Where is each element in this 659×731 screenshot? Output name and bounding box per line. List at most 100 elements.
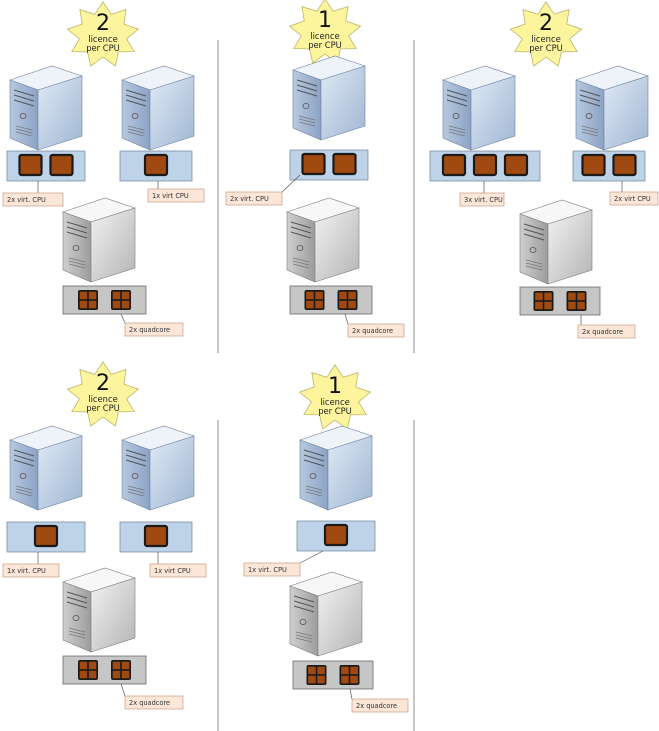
virtual-cpu-label: 2x virt. CPU bbox=[225, 174, 301, 206]
physical-cpu-bar bbox=[62, 655, 147, 685]
single-core-chip-icon bbox=[143, 524, 169, 548]
licence-label-line2: per CPU bbox=[86, 403, 120, 413]
virtual-cpu-bar bbox=[296, 520, 376, 552]
quadcore-chip-icon bbox=[78, 290, 98, 310]
gray-tower-server-icon bbox=[286, 197, 360, 283]
single-core-chip-icon bbox=[581, 153, 606, 177]
quadcore-chip-icon bbox=[533, 291, 554, 311]
virtual-cpu-label: 2x virt. CPU bbox=[2, 181, 64, 207]
quadcore-label: 2x quadcore bbox=[120, 683, 184, 710]
licence-label-line2: per CPU bbox=[308, 40, 342, 50]
quadcore-label-text: 2x quadcore bbox=[582, 328, 623, 336]
virtual-cpu-label-text: 2x virt. CPU bbox=[230, 195, 269, 203]
quadcore-label-text: 2x quadcore bbox=[129, 326, 170, 334]
virtual-cpu-bar bbox=[572, 150, 646, 182]
licence-count: 1 bbox=[318, 8, 332, 33]
single-core-chip-icon bbox=[323, 523, 349, 547]
licence-label-line2: per CPU bbox=[529, 43, 563, 53]
single-core-chip-icon bbox=[332, 152, 357, 176]
licence-count: 2 bbox=[96, 371, 110, 396]
single-core-chip-icon bbox=[143, 153, 169, 177]
quadcore-label: 2x quadcore bbox=[344, 313, 405, 338]
virtual-cpu-bar bbox=[119, 150, 193, 182]
licence-label-line1: licence bbox=[88, 394, 117, 404]
virtual-cpu-label-text: 2x virt. CPU bbox=[7, 196, 46, 204]
blue-tower-server-icon bbox=[121, 425, 195, 511]
licence-label-line1: licence bbox=[88, 34, 117, 44]
virtual-cpu-label-text: 2x virt CPU bbox=[614, 195, 651, 203]
virtual-cpu-label: 3x virt. CPU bbox=[459, 181, 505, 207]
quadcore-chip-icon bbox=[304, 290, 325, 310]
single-core-chip-icon bbox=[49, 153, 74, 177]
licence-label-line2: per CPU bbox=[318, 406, 352, 416]
quadcore-label-text: 2x quadcore bbox=[356, 702, 397, 710]
physical-cpu-bar bbox=[62, 285, 147, 315]
quadcore-label-text: 2x quadcore bbox=[352, 327, 393, 335]
virtual-cpu-label: 2x virt CPU bbox=[609, 181, 659, 206]
star-burst-icon bbox=[509, 1, 583, 67]
star-burst-icon bbox=[298, 364, 372, 430]
quadcore-chip-icon bbox=[566, 291, 587, 311]
virtual-cpu-label-text: 1x virt CPU bbox=[152, 192, 189, 200]
quadcore-chip-icon bbox=[111, 660, 131, 680]
virtual-cpu-label: 1x virt CPU bbox=[147, 181, 205, 203]
gray-tower-server-icon bbox=[289, 571, 363, 657]
blue-tower-server-icon bbox=[299, 425, 373, 511]
virtual-cpu-bar bbox=[119, 521, 193, 553]
licence-count: 1 bbox=[328, 374, 342, 399]
licence-label-line1: licence bbox=[320, 397, 349, 407]
single-core-chip-icon bbox=[441, 153, 467, 177]
virtual-cpu-label-text: 1x virt CPU bbox=[154, 567, 191, 575]
physical-cpu-bar bbox=[289, 285, 373, 315]
virtual-cpu-bar bbox=[6, 150, 86, 182]
licence-count: 2 bbox=[96, 11, 110, 36]
physical-cpu-bar bbox=[292, 660, 374, 690]
quadcore-chip-icon bbox=[111, 290, 131, 310]
licence-count: 2 bbox=[539, 11, 553, 36]
licence-label-line2: per CPU bbox=[86, 43, 120, 53]
virtual-cpu-label-text: 1x virt. CPU bbox=[7, 567, 46, 575]
single-core-chip-icon bbox=[33, 524, 59, 548]
gray-tower-server-icon bbox=[62, 567, 136, 653]
blue-tower-server-icon bbox=[575, 65, 649, 151]
quadcore-label: 2x quadcore bbox=[349, 688, 409, 713]
virtual-cpu-label-text: 1x virt. CPU bbox=[248, 566, 287, 574]
virtual-cpu-label: 1x virt. CPU bbox=[2, 552, 60, 578]
blue-tower-server-icon bbox=[9, 425, 83, 511]
virtual-cpu-label: 1x virt. CPU bbox=[243, 550, 324, 577]
gray-tower-server-icon bbox=[519, 199, 593, 285]
single-core-chip-icon bbox=[612, 153, 637, 177]
single-core-chip-icon bbox=[503, 153, 529, 177]
quadcore-chip-icon bbox=[78, 660, 98, 680]
column-dividers bbox=[217, 40, 415, 731]
quadcore-label: 2x quadcore bbox=[577, 315, 636, 339]
single-core-chip-icon bbox=[301, 152, 326, 176]
virtual-cpu-bar bbox=[289, 149, 369, 181]
quadcore-label: 2x quadcore bbox=[120, 313, 184, 337]
quadcore-chip-icon bbox=[339, 665, 360, 685]
star-burst-icon bbox=[66, 1, 140, 67]
star-burst-icon bbox=[66, 361, 140, 427]
blue-tower-server-icon bbox=[121, 65, 195, 151]
virtual-cpu-label-text: 3x virt. CPU bbox=[464, 196, 503, 204]
blue-tower-server-icon bbox=[292, 55, 366, 141]
gray-tower-server-icon bbox=[62, 197, 136, 283]
star-burst-icon bbox=[288, 0, 362, 64]
blue-tower-server-icon bbox=[9, 65, 83, 151]
virtual-cpu-bar bbox=[429, 150, 541, 182]
quadcore-label-text: 2x quadcore bbox=[129, 699, 170, 707]
virtual-cpu-bar bbox=[6, 521, 86, 553]
quadcore-chip-icon bbox=[337, 290, 358, 310]
quadcore-chip-icon bbox=[306, 665, 327, 685]
physical-cpu-bar bbox=[519, 286, 601, 316]
blue-tower-server-icon bbox=[442, 65, 516, 151]
licence-label-line1: licence bbox=[310, 31, 339, 41]
licence-label-line1: licence bbox=[531, 34, 560, 44]
